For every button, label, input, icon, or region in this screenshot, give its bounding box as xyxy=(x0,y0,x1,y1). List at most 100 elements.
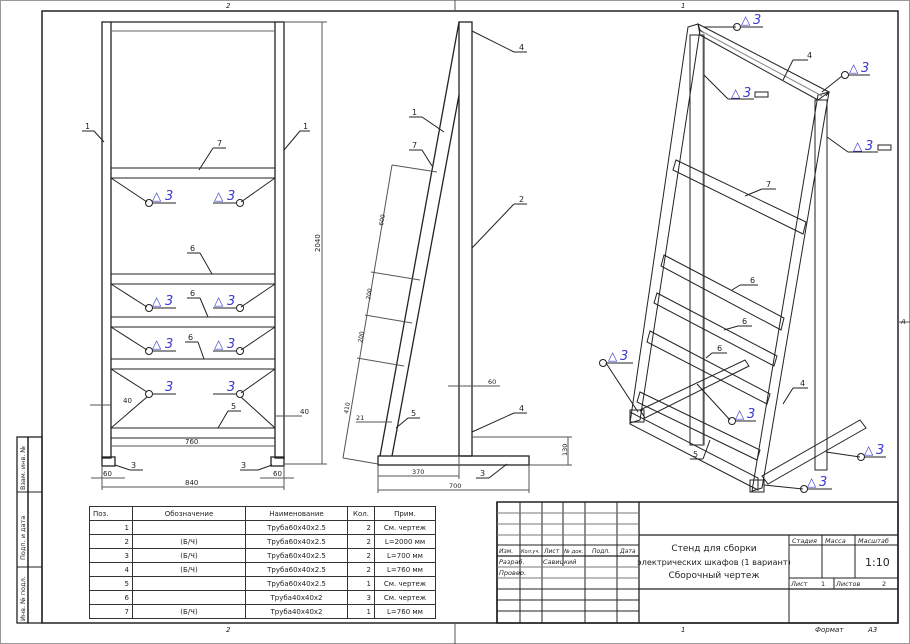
dim-left-offset: 40 xyxy=(123,397,132,405)
callout-pos-5: 5 xyxy=(231,402,236,411)
bom-col-note: Прим. xyxy=(374,506,436,521)
bom-designation xyxy=(132,590,246,605)
bom-note: L=700 мм xyxy=(374,548,436,563)
stamp-inv-orig: Инв. № подл. xyxy=(19,576,27,621)
callout-pos-4: 4 xyxy=(800,379,805,388)
callout-pos-3: 3 xyxy=(480,469,485,478)
dim-410: 410 xyxy=(343,402,352,415)
callout-pos-7: 7 xyxy=(412,141,417,150)
callout-pos-5: 5 xyxy=(693,450,698,459)
tb-developer-name: Савицкий xyxy=(543,558,576,566)
dim-height: 2040 xyxy=(314,234,322,252)
front-view xyxy=(82,21,327,490)
zone-label: 1 xyxy=(681,626,685,634)
bom-col-name: Наименование xyxy=(245,506,348,521)
bom-qty: 3 xyxy=(347,590,375,605)
svg-text:3: 3 xyxy=(227,380,235,395)
bom-name: Труба60х40х2.5 xyxy=(245,576,348,591)
dim-inner-width: 760 xyxy=(185,438,198,446)
tb-stage-label: Стадия xyxy=(792,537,817,545)
bom-designation: (Б/Ч) xyxy=(132,548,246,563)
bom-pos: 1 xyxy=(89,520,133,535)
bom-qty: 2 xyxy=(347,562,375,577)
bom-row: 3 (Б/Ч) Труба60х40х2.5 2 L=700 мм xyxy=(89,548,436,563)
bom-note: L=760 мм xyxy=(374,604,436,619)
bom-pos: 4 xyxy=(89,562,133,577)
dim-foot-right: 60 xyxy=(273,470,282,478)
svg-text:△: △ xyxy=(849,61,859,75)
svg-text:△: △ xyxy=(152,337,162,351)
svg-text:3: 3 xyxy=(747,407,755,422)
bom-pos: 3 xyxy=(89,548,133,563)
bom-pos: 6 xyxy=(89,590,133,605)
tb-mass-label: Масса xyxy=(825,537,846,545)
tb-col-koluch: Кол.уч. xyxy=(521,549,540,555)
svg-text:△: △ xyxy=(807,475,817,489)
dim-700: 700 xyxy=(449,482,461,490)
side-view xyxy=(342,21,572,493)
svg-text:△: △ xyxy=(214,294,224,308)
side-stamp xyxy=(16,436,43,624)
bom-note: См. чертеж xyxy=(374,520,436,535)
bom-col-designation: Обозначение xyxy=(132,506,246,521)
bom-designation xyxy=(132,520,246,535)
tb-title-line3: Сборочный чертеж xyxy=(668,571,759,581)
bom-pos: 7 xyxy=(89,604,133,619)
bom-designation: (Б/Ч) xyxy=(132,562,246,577)
svg-text:△: △ xyxy=(214,337,224,351)
svg-text:3: 3 xyxy=(865,139,873,154)
svg-text:3: 3 xyxy=(227,337,235,352)
tb-developed-label: Разраб. xyxy=(499,558,525,566)
bom-header: Поз. Обозначение Наименование Кол. Прим. xyxy=(89,506,436,521)
iso-view xyxy=(599,23,886,493)
bom-name: Труба60х40х2.5 xyxy=(245,534,348,549)
dim-200: 200 xyxy=(357,331,366,344)
svg-text:△: △ xyxy=(152,294,162,308)
bom-col-qty: Кол. xyxy=(347,506,375,521)
callout-pos-5: 5 xyxy=(411,409,416,418)
callout-pos-1: 1 xyxy=(303,122,308,131)
dim-200: 200 xyxy=(365,288,374,301)
svg-text:3: 3 xyxy=(165,189,173,204)
svg-text:△: △ xyxy=(853,139,863,153)
callout-pos-6: 6 xyxy=(742,317,747,326)
dim-right-offset: 40 xyxy=(300,408,309,416)
svg-text:3: 3 xyxy=(165,380,173,395)
stamp-inv-repl: Взам. инв. № xyxy=(19,446,27,490)
callout-pos-4: 4 xyxy=(807,51,812,60)
tb-col-data: Дата xyxy=(619,548,636,555)
bom-name: Труба60х40х2.5 xyxy=(245,520,348,535)
callout-pos-4: 4 xyxy=(519,43,524,52)
zone-label: 1 xyxy=(681,2,685,10)
svg-text:△: △ xyxy=(608,349,618,363)
bill-of-materials: Поз. Обозначение Наименование Кол. Прим.… xyxy=(89,506,436,619)
title-block xyxy=(496,501,899,624)
bom-designation xyxy=(132,576,246,591)
svg-text:3: 3 xyxy=(819,475,827,490)
tb-sheets-label: Листов xyxy=(835,580,860,588)
callout-pos-6: 6 xyxy=(750,276,755,285)
format-label: Формат xyxy=(815,626,844,634)
bom-note: L=760 мм xyxy=(374,562,436,577)
dim-foot-left: 60 xyxy=(103,470,112,478)
dim-130: 130 xyxy=(561,444,569,456)
zone-label: 2 xyxy=(226,2,231,10)
callout-pos-6: 6 xyxy=(190,289,195,298)
bom-designation: (Б/Ч) xyxy=(132,534,246,549)
format-value: А3 xyxy=(867,626,877,634)
bom-name: Труба40х40х2 xyxy=(245,590,348,605)
svg-text:3: 3 xyxy=(227,189,235,204)
callout-pos-1: 1 xyxy=(412,108,417,117)
tb-col-list: Лист xyxy=(543,548,560,555)
stamp-sign-date: Подп. и дата xyxy=(19,516,27,560)
bom-qty: 1 xyxy=(347,604,375,619)
bom-qty: 2 xyxy=(347,520,375,535)
svg-text:3: 3 xyxy=(620,349,628,364)
tb-col-ndoc: № док. xyxy=(563,549,584,555)
callout-pos-6: 6 xyxy=(188,333,193,342)
tb-sheet-label: Лист xyxy=(790,580,808,588)
callout-pos-4: 4 xyxy=(519,404,524,413)
svg-text:3: 3 xyxy=(165,294,173,309)
tb-sheets-value: 2 xyxy=(882,580,886,588)
bom-row: 6 Труба40х40х2 3 См. чертеж xyxy=(89,590,436,605)
